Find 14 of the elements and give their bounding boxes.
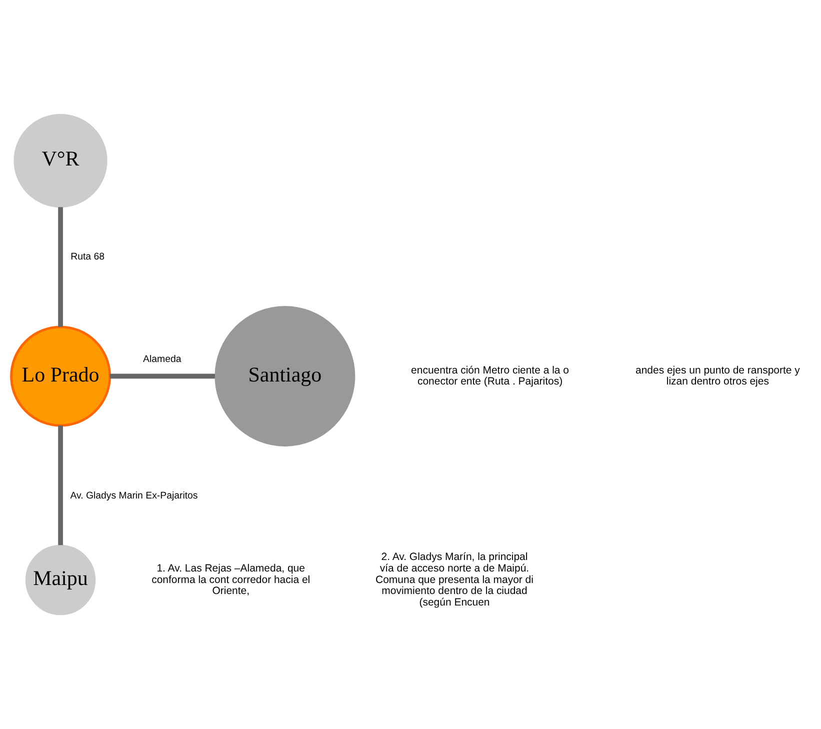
label: encuentra ción Metro ciente a la o conector ente (Ruta . Pajaritos) <box>411 365 569 388</box>
edge-label: Ruta 68 <box>70 252 105 263</box>
node-circle: V°R <box>14 114 108 208</box>
node-circle: Santiago <box>214 306 356 446</box>
connector <box>58 207 63 327</box>
connector <box>58 425 63 546</box>
label: 2. Av. Gladys Marín, la principal vía de acceso norte a de Maipú. Comuna que presenta la mayor di movimiento dentro de la ciudad (según Encuen <box>376 552 534 608</box>
node-circle: Lo Prado <box>10 326 111 427</box>
label: andes ejes un punto de ransporte y lizan dentro otros ejes <box>636 365 800 388</box>
edge-label: Av. Gladys Marin Ex-Pajaritos <box>70 490 198 502</box>
node-circle: Maipu <box>25 544 96 616</box>
label: 1. Av. Las Rejas –Alameda, que conforma la cont corredor hacia el Oriente, <box>152 564 310 598</box>
connector <box>110 374 215 379</box>
edge-label: Alameda <box>143 354 182 365</box>
